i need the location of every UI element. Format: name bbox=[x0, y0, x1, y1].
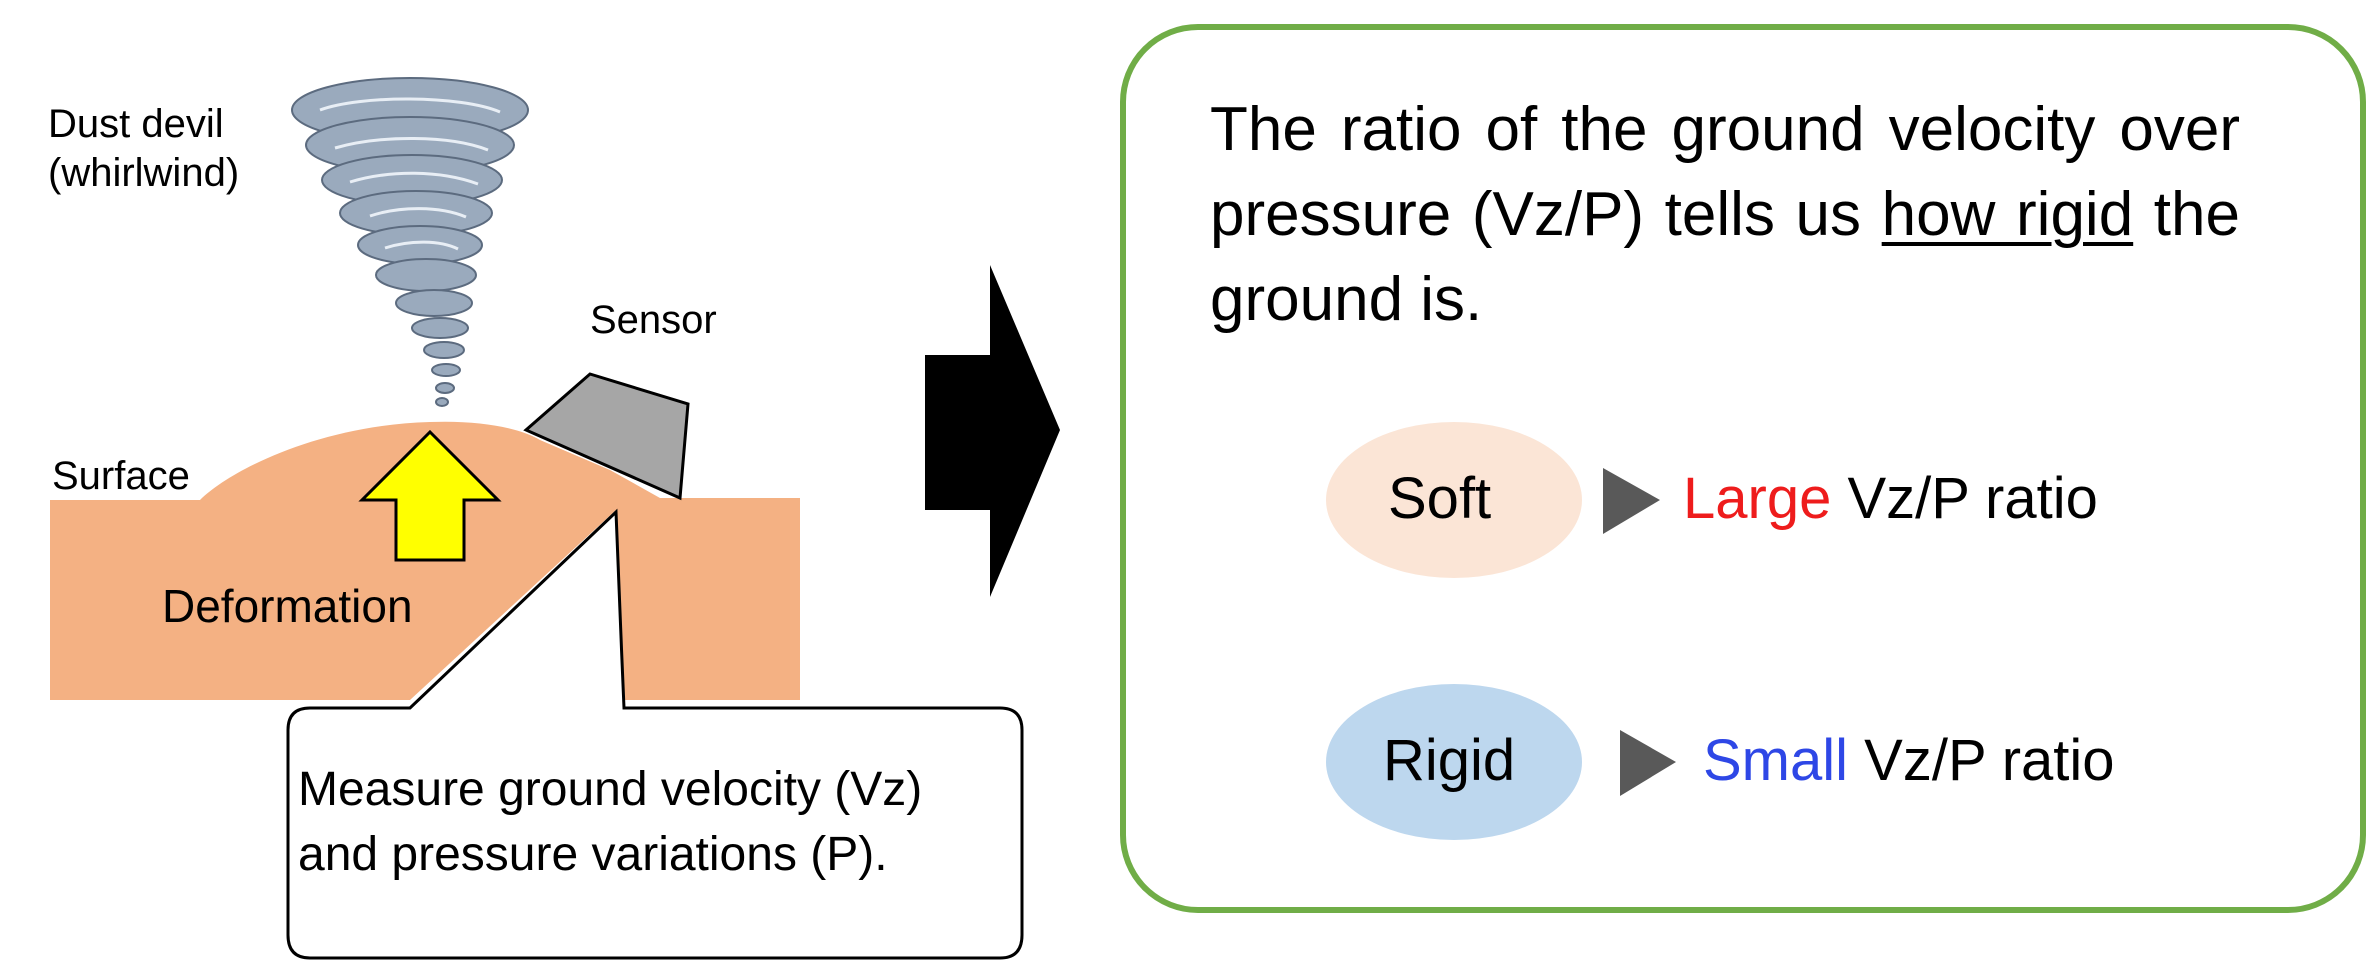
dust-devil-icon bbox=[291, 77, 529, 407]
callout-text: Measure ground velocity (Vz) and pressur… bbox=[298, 758, 978, 888]
ratio-text: Vz/P ratio bbox=[1848, 728, 2115, 793]
big-right-arrow-icon bbox=[925, 265, 1060, 597]
statement-part: The ratio of the ground velocity over pr… bbox=[1210, 95, 2240, 249]
tornado-label-line1: Dust devil bbox=[48, 102, 224, 146]
triangle-marker-icon bbox=[1620, 730, 1676, 796]
soft-state-label: Soft bbox=[1388, 466, 1492, 531]
soft-result: Large Vz/P ratio bbox=[1683, 465, 2098, 532]
deformation-arrow-icon bbox=[358, 429, 502, 562]
tornado-label: Dust devil (whirlwind) bbox=[48, 100, 239, 198]
rigid-state-label: Rigid bbox=[1383, 728, 1516, 793]
dust-devil-highlights bbox=[319, 97, 501, 251]
sensor-icon bbox=[523, 372, 690, 501]
statement-part: the ground is. bbox=[1210, 179, 2240, 334]
callout-box bbox=[286, 508, 1024, 960]
ratio-statement: The ratio of the ground velocity over pr… bbox=[1210, 88, 2240, 343]
rigid-ellipse bbox=[1326, 684, 1582, 840]
deformation-label: Deformation bbox=[162, 580, 413, 632]
tornado-label-line2: (whirlwind) bbox=[48, 150, 240, 195]
surface-label: Surface bbox=[52, 454, 190, 498]
ratio-text: Vz/P ratio bbox=[1831, 466, 2098, 531]
callout-line: and pressure variations (P). bbox=[298, 827, 888, 881]
small-word: Small bbox=[1703, 728, 1849, 793]
rigid-result: Small Vz/P ratio bbox=[1703, 727, 2115, 794]
sensor-label: Sensor bbox=[590, 298, 717, 342]
large-word: Large bbox=[1683, 466, 1832, 531]
callout-line: Measure ground velocity (Vz) bbox=[298, 763, 923, 816]
statement-emphasis: how rigid bbox=[1881, 179, 2134, 249]
soft-ellipse bbox=[1326, 422, 1582, 578]
triangle-marker-icon bbox=[1603, 468, 1660, 534]
